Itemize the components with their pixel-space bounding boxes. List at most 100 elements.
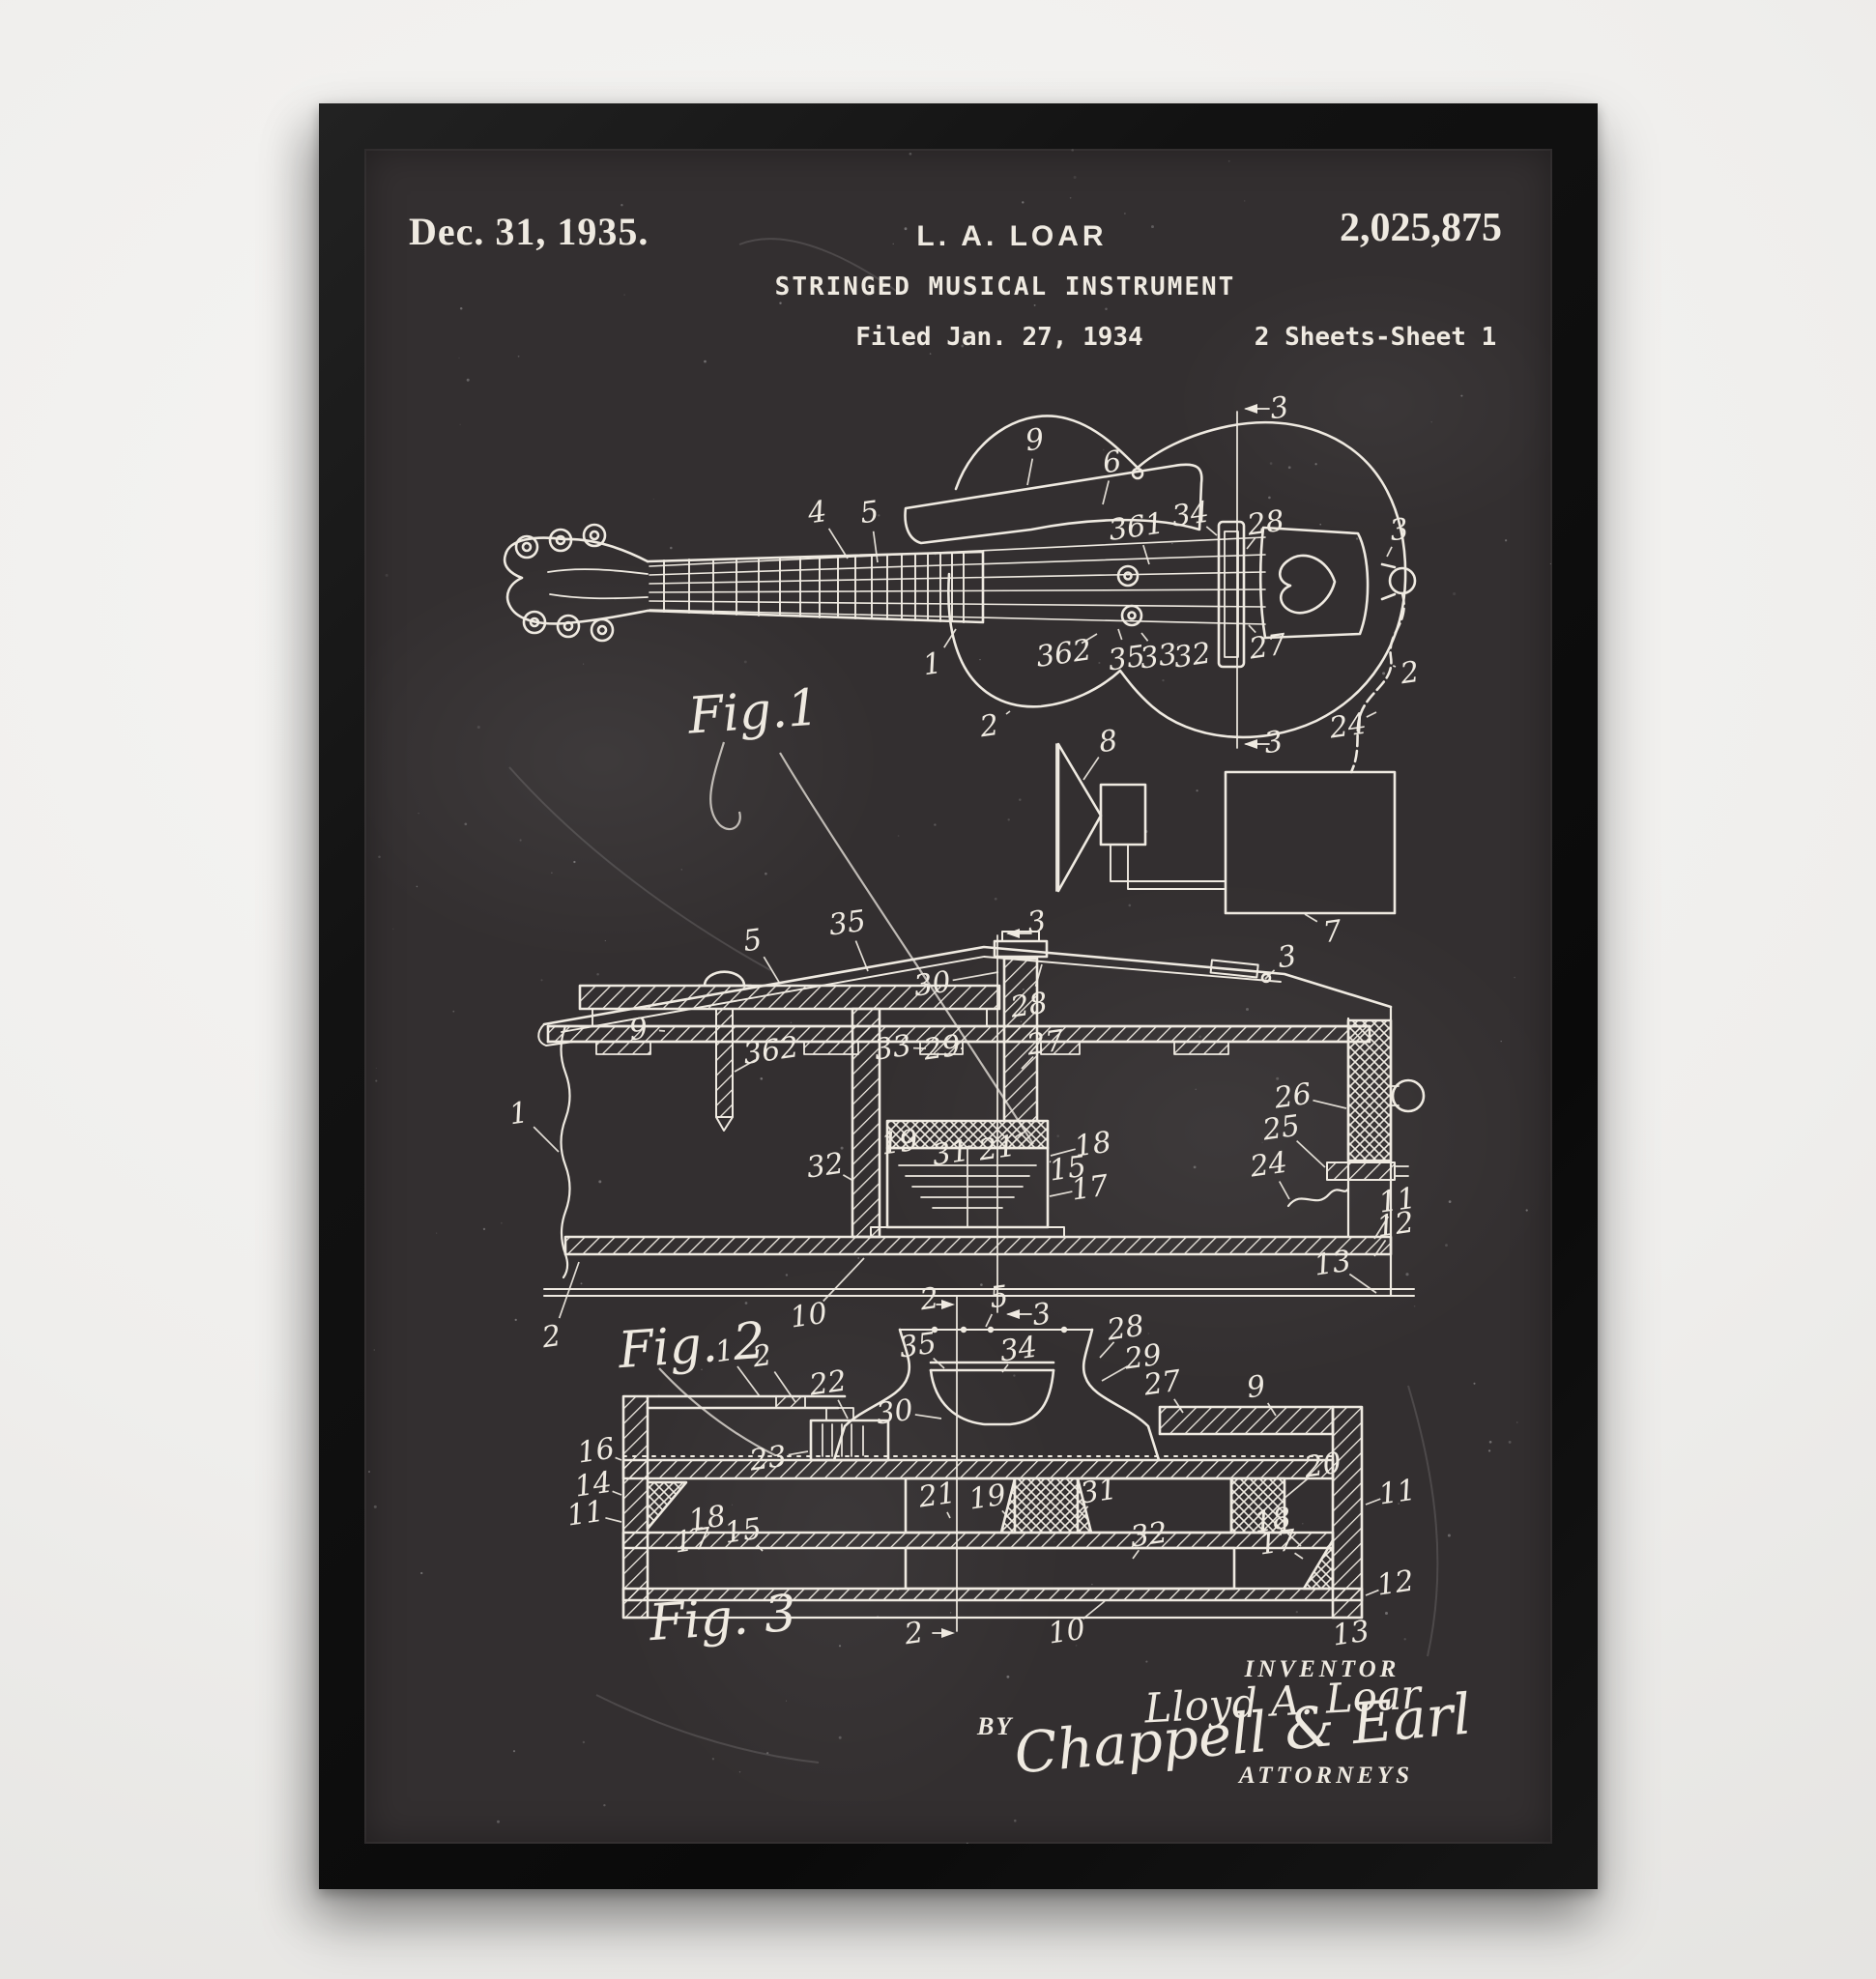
fig3-callout-5: 5 [988, 1279, 1011, 1315]
fig3-leader-30 [915, 1415, 941, 1419]
fig2-callout-13: 13 [1312, 1245, 1353, 1283]
fig3-leader-14 [613, 1491, 621, 1495]
fig3-callout-21: 21 [915, 1477, 958, 1515]
fig3-callout-16: 16 [575, 1432, 617, 1471]
fig3-leader-11 [1366, 1499, 1380, 1505]
fig3-callout-2: 2 [917, 1281, 941, 1317]
fig2-leader-25 [1297, 1141, 1325, 1167]
fig1-leader-7 [1305, 914, 1317, 922]
fig1-callout-4: 4 [805, 495, 829, 531]
fig3-leader-11 [605, 1518, 621, 1522]
fig1-leader-6 [1103, 480, 1109, 504]
fig2-callout-5: 5 [741, 923, 765, 959]
fig1-callout-7: 7 [1321, 914, 1345, 950]
fig3-callout-32: 32 [1128, 1516, 1169, 1555]
fig1-callout-3: 3 [1262, 725, 1285, 760]
fig3-callout-23: 23 [746, 1440, 789, 1478]
fig3-callout-17: 17 [1256, 1523, 1299, 1562]
fig2-callout-1: 1 [507, 1096, 531, 1132]
fig3-leader-16 [616, 1457, 621, 1460]
fig1-leader-5 [874, 531, 878, 562]
fig2-callout-24: 24 [1247, 1146, 1289, 1185]
fig2-leader-17 [1050, 1191, 1072, 1196]
fig2-callout-29: 29 [920, 1029, 963, 1068]
fig1-callout-8: 8 [1097, 724, 1120, 760]
fig2-leader-2 [560, 1262, 579, 1318]
fig2-callout-3: 3 [1025, 904, 1049, 940]
fig2-callout-27: 27 [1024, 1023, 1067, 1062]
fig1-leader-2 [1006, 711, 1010, 714]
fig3-leader-5 [986, 1314, 992, 1327]
fig1-callout-28: 28 [1244, 504, 1286, 543]
fig2-leader-24 [1280, 1181, 1289, 1199]
fig1-leader-4 [829, 529, 848, 559]
fig2-leader-13 [1349, 1275, 1376, 1293]
fig1-instrument [505, 404, 1415, 772]
fig2-callout-31: 31 [930, 1134, 971, 1173]
fig2-callout-25: 25 [1259, 1109, 1302, 1148]
fig3-callout-22: 22 [806, 1364, 849, 1403]
fig2-label: Fig. 2 [616, 1312, 767, 1381]
fig2-callout-3: 3 [1276, 939, 1299, 975]
fig3-callout-11: 11 [1376, 1474, 1418, 1512]
fig3-callout-10: 10 [1046, 1613, 1087, 1651]
fig2-callout-10: 10 [788, 1297, 829, 1335]
fig2-callout-12: 12 [1374, 1206, 1416, 1245]
fig2-callout-18: 18 [1072, 1126, 1113, 1164]
fig3-callout-30: 30 [874, 1393, 915, 1432]
fig3-leader-12 [1366, 1591, 1378, 1595]
fig1-callout-27: 27 [1246, 627, 1289, 666]
fig1-callout-3: 3 [1388, 512, 1411, 548]
fig1-callout-362: 362 [1034, 633, 1094, 674]
fig2-leader-5 [764, 957, 780, 984]
fig2-callout-28: 28 [1007, 987, 1050, 1025]
fig3-callout-34: 34 [997, 1331, 1039, 1369]
fig1-callout-24: 24 [1326, 707, 1369, 746]
fig3-callout-15: 15 [722, 1512, 764, 1551]
fig3-leader-20 [1283, 1477, 1310, 1500]
fig1-leader-361 [1143, 545, 1149, 564]
fig1-leader-2 [1393, 666, 1396, 667]
fig3-callout-2: 2 [902, 1616, 926, 1651]
fig3-leader-22 [838, 1400, 848, 1419]
fig1-leader-24 [1367, 712, 1376, 717]
fig1-amplifier [1056, 744, 1395, 913]
fig2-callout-2: 2 [539, 1319, 563, 1355]
fig3-callout-12: 12 [1374, 1564, 1416, 1603]
fig2-callout-19: 19 [879, 1124, 920, 1162]
fig3-callout-35: 35 [897, 1327, 938, 1365]
fig1-callout-32: 32 [1171, 637, 1213, 675]
fig1-callout-3: 3 [1268, 390, 1291, 426]
attorneys-heading: ATTORNEYS [1215, 1763, 1437, 1790]
fig3-callout-9: 9 [1245, 1369, 1268, 1405]
fig2-leader-10 [823, 1258, 864, 1301]
fig3-callout-19: 19 [967, 1478, 1008, 1517]
poster-frame: Dec. 31, 1935. L. A. LOAR 2,025,875 STRI… [319, 103, 1598, 1889]
fig3-callout-17: 17 [672, 1521, 714, 1560]
fig2-callout-21: 21 [975, 1130, 1018, 1168]
fig3-callout-27: 27 [1140, 1363, 1184, 1402]
fig3-leader-10 [1082, 1601, 1105, 1619]
fig1-callout-34: 34 [1169, 496, 1211, 534]
fig3-leader-21 [947, 1512, 950, 1518]
fig1-callout-2: 2 [977, 708, 1001, 744]
fig2-callout-17: 17 [1069, 1168, 1111, 1207]
fig3-callout-11: 11 [564, 1495, 606, 1534]
fig1-leader-9 [1027, 459, 1032, 485]
fig2-callout-32: 32 [804, 1147, 846, 1186]
fig1-callout-2: 2 [1398, 655, 1422, 691]
patent-print: Dec. 31, 1935. L. A. LOAR 2,025,875 STRI… [364, 149, 1552, 1844]
fig2-callout-3: 3 [1030, 1297, 1053, 1333]
fig1-callout-9: 9 [1024, 422, 1047, 458]
fig2-callout-30: 30 [911, 965, 953, 1004]
fig1-callout-5: 5 [858, 495, 881, 531]
fig3-leader-23 [789, 1451, 808, 1455]
fig2-callout-35: 35 [826, 904, 868, 943]
fig2-leader-26 [1313, 1101, 1346, 1108]
fig1-leader-35 [1118, 629, 1122, 640]
fig1-leader-3 [1387, 547, 1392, 557]
fig3-callout-31: 31 [1078, 1473, 1119, 1511]
fig2-leader-35 [855, 941, 868, 971]
fig2-leader-30 [953, 972, 998, 980]
